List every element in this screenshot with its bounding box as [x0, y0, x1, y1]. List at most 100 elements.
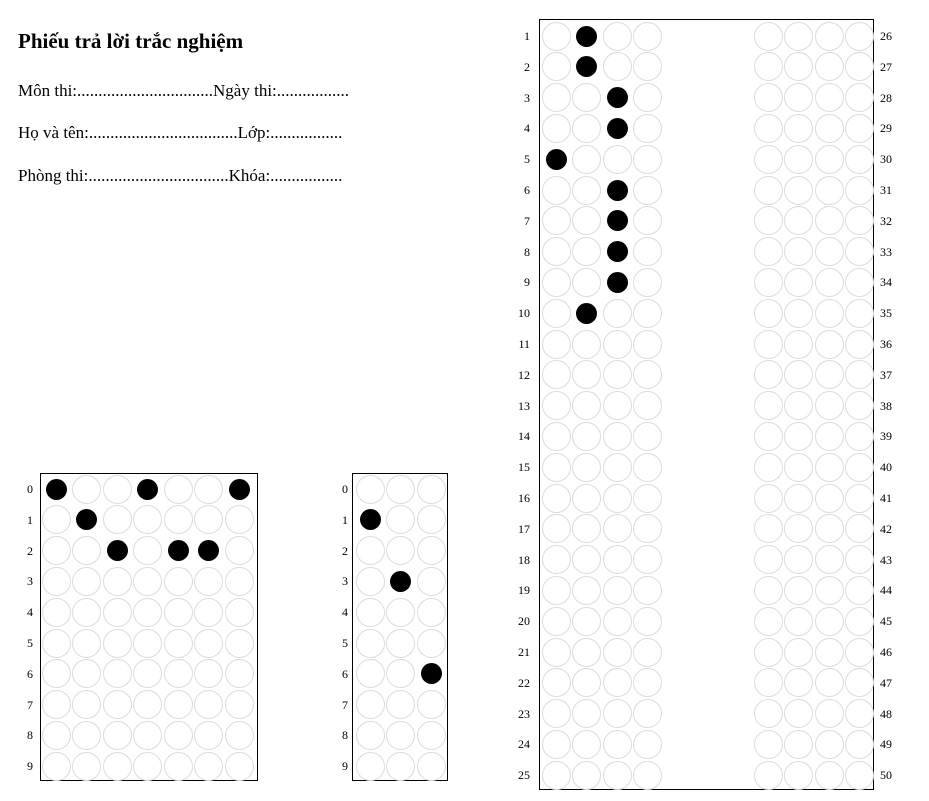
exam-code-bubble[interactable] [416, 474, 446, 504]
answer-bubble[interactable] [541, 298, 571, 328]
sbd-bubble[interactable] [72, 505, 101, 535]
sbd-bubble[interactable] [133, 690, 162, 720]
sbd-bubble[interactable] [194, 597, 223, 627]
answer-bubble[interactable] [814, 699, 844, 729]
sbd-bubble[interactable] [72, 597, 101, 627]
answer-bubble[interactable] [814, 483, 844, 513]
answer-bubble[interactable] [753, 606, 783, 636]
answer-bubble[interactable] [784, 668, 813, 698]
answer-bubble[interactable] [845, 144, 874, 174]
answer-bubble[interactable] [753, 360, 783, 390]
exam-code-bubble[interactable] [355, 659, 385, 689]
answer-bubble[interactable] [633, 575, 662, 605]
sbd-bubble[interactable] [41, 628, 71, 658]
answer-bubble[interactable] [572, 514, 601, 544]
answer-bubble[interactable] [541, 637, 571, 667]
sbd-bubble[interactable] [224, 720, 254, 750]
answer-bubble[interactable] [633, 514, 662, 544]
answer-bubble[interactable] [845, 237, 874, 267]
sbd-bubble[interactable] [133, 720, 162, 750]
answer-bubble[interactable] [633, 113, 662, 143]
sbd-bubble[interactable] [163, 597, 193, 627]
answer-bubble[interactable] [753, 699, 783, 729]
answer-bubble[interactable] [541, 206, 571, 236]
exam-code-bubble[interactable] [355, 566, 385, 596]
exam-code-bubble[interactable] [355, 720, 385, 750]
exam-code-bubble[interactable] [386, 751, 415, 781]
sbd-bubble[interactable] [133, 597, 162, 627]
exam-code-bubble[interactable] [355, 690, 385, 720]
answer-bubble[interactable] [572, 421, 601, 451]
answer-bubble[interactable] [784, 729, 813, 759]
sbd-bubble[interactable] [72, 720, 101, 750]
answer-bubble[interactable] [572, 606, 601, 636]
answer-bubble[interactable] [633, 421, 662, 451]
sbd-bubble[interactable] [102, 505, 132, 535]
answer-bubble[interactable] [602, 606, 632, 636]
answer-bubble[interactable] [753, 483, 783, 513]
sbd-bubble[interactable] [72, 566, 101, 596]
sbd-bubble[interactable] [72, 659, 101, 689]
sbd-bubble[interactable] [72, 690, 101, 720]
answer-bubble[interactable] [602, 83, 632, 113]
answer-bubble[interactable] [633, 329, 662, 359]
answer-bubble[interactable] [784, 206, 813, 236]
answer-bubble[interactable] [753, 206, 783, 236]
sbd-bubble[interactable] [41, 659, 71, 689]
answer-bubble[interactable] [572, 391, 601, 421]
answer-bubble[interactable] [602, 52, 632, 82]
exam-code-bubble[interactable] [416, 751, 446, 781]
exam-code-bubble[interactable] [386, 597, 415, 627]
answer-bubble[interactable] [753, 52, 783, 82]
answer-bubble[interactable] [541, 575, 571, 605]
exam-code-bubble[interactable] [386, 690, 415, 720]
answer-bubble[interactable] [572, 699, 601, 729]
answer-bubble[interactable] [633, 699, 662, 729]
answer-bubble[interactable] [814, 83, 844, 113]
sbd-bubble[interactable] [224, 536, 254, 566]
answer-bubble[interactable] [602, 206, 632, 236]
answer-bubble[interactable] [784, 83, 813, 113]
answer-bubble[interactable] [784, 483, 813, 513]
answer-bubble[interactable] [784, 237, 813, 267]
sbd-bubble[interactable] [102, 474, 132, 504]
answer-bubble[interactable] [572, 483, 601, 513]
answer-bubble[interactable] [784, 144, 813, 174]
sbd-bubble[interactable] [224, 751, 254, 781]
answer-bubble[interactable] [784, 606, 813, 636]
sbd-bubble[interactable] [194, 628, 223, 658]
answer-bubble[interactable] [814, 175, 844, 205]
sbd-bubble[interactable] [102, 720, 132, 750]
answer-bubble[interactable] [814, 329, 844, 359]
sbd-bubble[interactable] [194, 751, 223, 781]
exam-code-bubble[interactable] [386, 474, 415, 504]
answer-bubble[interactable] [541, 391, 571, 421]
exam-code-bubble[interactable] [416, 566, 446, 596]
answer-bubble[interactable] [572, 452, 601, 482]
answer-bubble[interactable] [814, 267, 844, 297]
answer-bubble[interactable] [845, 668, 874, 698]
answer-bubble[interactable] [602, 113, 632, 143]
answer-bubble[interactable] [602, 21, 632, 51]
answer-bubble[interactable] [541, 329, 571, 359]
answer-bubble[interactable] [814, 144, 844, 174]
answer-bubble[interactable] [845, 83, 874, 113]
answer-bubble[interactable] [541, 421, 571, 451]
answer-bubble[interactable] [602, 452, 632, 482]
sbd-bubble[interactable] [133, 474, 162, 504]
answer-bubble[interactable] [541, 452, 571, 482]
answer-bubble[interactable] [845, 360, 874, 390]
answer-bubble[interactable] [845, 545, 874, 575]
sbd-bubble[interactable] [72, 628, 101, 658]
sbd-bubble[interactable] [133, 628, 162, 658]
exam-code-bubble[interactable] [355, 474, 385, 504]
answer-bubble[interactable] [845, 514, 874, 544]
answer-bubble[interactable] [572, 21, 601, 51]
answer-bubble[interactable] [602, 329, 632, 359]
answer-bubble[interactable] [541, 144, 571, 174]
answer-bubble[interactable] [814, 360, 844, 390]
answer-bubble[interactable] [633, 144, 662, 174]
answer-bubble[interactable] [602, 668, 632, 698]
exam-code-bubble[interactable] [355, 505, 385, 535]
answer-bubble[interactable] [784, 637, 813, 667]
